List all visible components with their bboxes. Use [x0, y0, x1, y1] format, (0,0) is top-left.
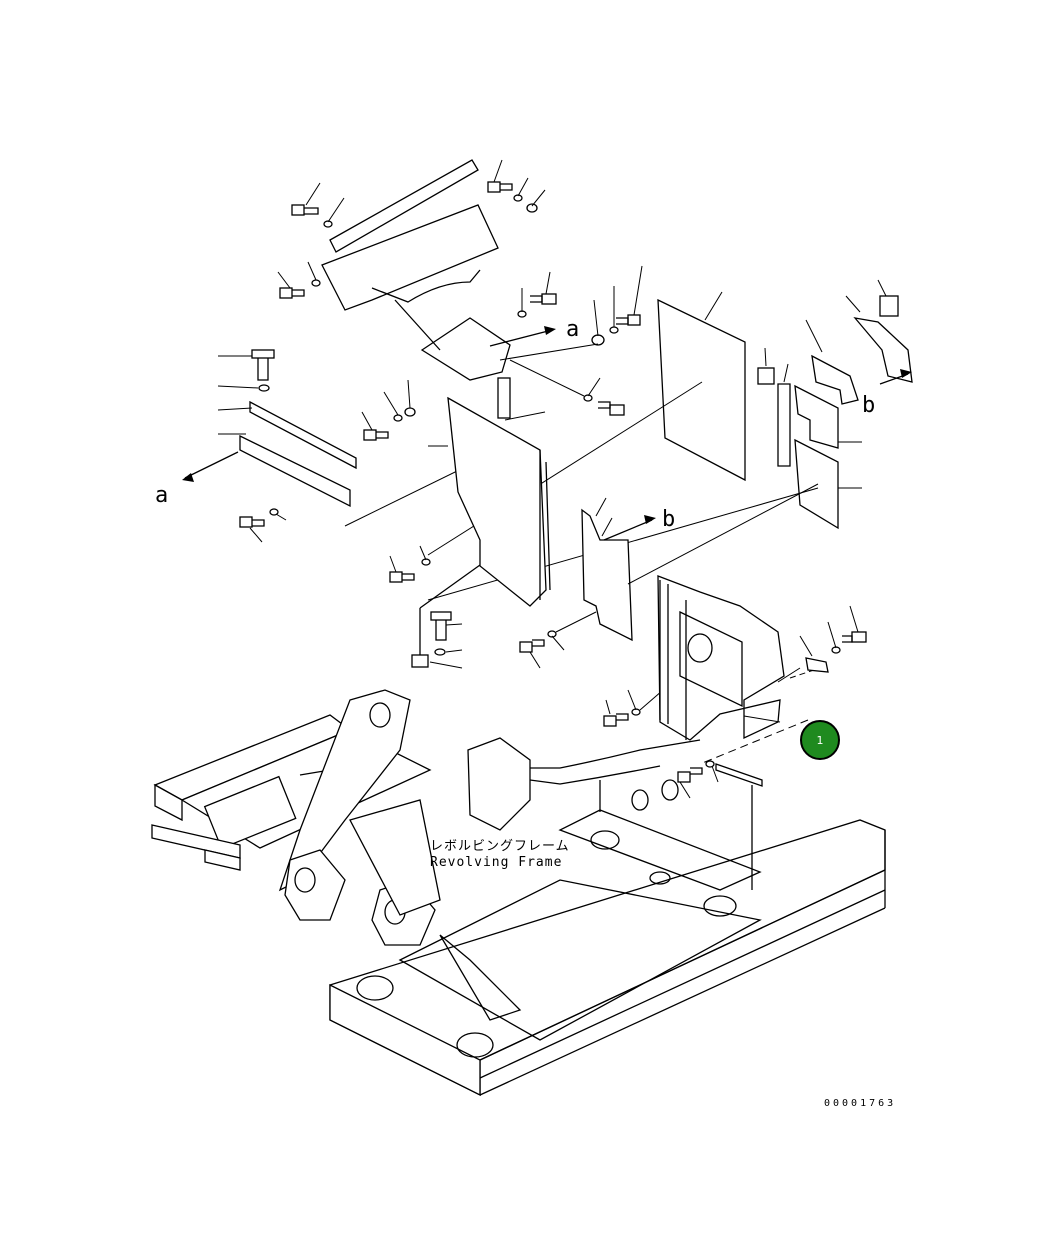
right-small-bolts	[799, 605, 867, 673]
callout-circle[interactable]	[800, 720, 840, 760]
mid-bracket-b	[581, 483, 819, 642]
callout-leader	[699, 719, 809, 765]
arrow-a-upper	[489, 326, 556, 347]
ref-label-b-mid: b	[662, 507, 675, 532]
upper-cover-bracket	[321, 159, 511, 419]
clip-assembly	[411, 564, 481, 669]
upper-right-bolts	[487, 159, 557, 318]
ref-label-b-upper: b	[862, 393, 875, 418]
callout-badge-1[interactable]: 1	[800, 720, 840, 760]
mid-lower-bolts	[519, 611, 671, 727]
left-bracket	[217, 349, 501, 527]
lower-strip	[677, 760, 763, 799]
left-bolts	[239, 379, 431, 583]
frame-label-jp: レボルビングフレーム	[430, 839, 570, 854]
arrow-b-mid	[603, 515, 656, 541]
arrow-b-upper	[879, 369, 912, 385]
insulation-pads	[427, 279, 913, 601]
drawing-code: 00001763	[824, 1098, 896, 1109]
revolving-frame	[151, 689, 886, 1097]
frame-label-en: Revolving Frame	[430, 855, 562, 870]
upper-left-bolts	[277, 182, 345, 299]
side-cover-center	[428, 396, 551, 607]
ref-label-a-upper: a	[566, 317, 579, 342]
callout-number: 1	[817, 734, 824, 747]
center-bolts	[499, 265, 643, 416]
ref-label-a-left: a	[155, 483, 168, 508]
right-panel-assembly	[657, 575, 821, 741]
arrow-a-left	[182, 451, 239, 482]
